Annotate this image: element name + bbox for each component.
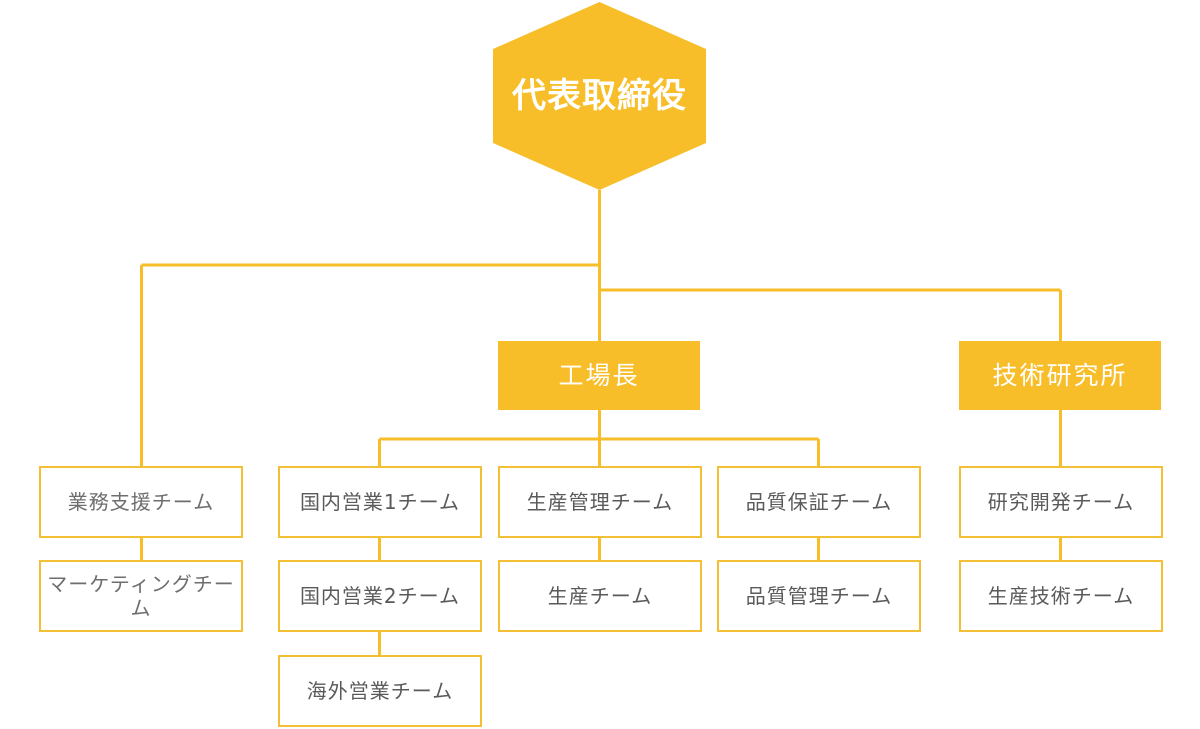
node-representative-director[interactable]: 代表取締役	[493, 2, 706, 190]
node-label: マーケティングチーム	[47, 572, 235, 620]
node-label: 生産技術チーム	[987, 584, 1135, 608]
node-plant-manager[interactable]: 工場長	[498, 341, 700, 410]
node-label: 研究開発チーム	[987, 490, 1135, 514]
node-label: 国内営業1チーム	[299, 490, 461, 514]
node-research-development-team[interactable]: 研究開発チーム	[959, 466, 1163, 538]
node-marketing-team[interactable]: マーケティングチーム	[39, 560, 243, 632]
node-quality-assurance-team[interactable]: 品質保証チーム	[717, 466, 921, 538]
node-label: 業務支援チーム	[67, 490, 215, 514]
node-label: 品質保証チーム	[745, 490, 893, 514]
node-label: 技術研究所	[992, 360, 1128, 390]
node-production-engineering-team[interactable]: 生産技術チーム	[959, 560, 1163, 632]
node-production-management-team[interactable]: 生産管理チーム	[498, 466, 702, 538]
node-label: 代表取締役	[512, 75, 687, 116]
node-label: 海外営業チーム	[306, 679, 454, 703]
node-quality-control-team[interactable]: 品質管理チーム	[717, 560, 921, 632]
node-label: 工場長	[558, 360, 640, 390]
node-label: 生産管理チーム	[526, 490, 674, 514]
node-domestic-sales-2-team[interactable]: 国内営業2チーム	[278, 560, 482, 632]
node-technical-research-institute[interactable]: 技術研究所	[959, 341, 1161, 410]
node-label: 国内営業2チーム	[299, 584, 461, 608]
node-label: 生産チーム	[547, 584, 653, 608]
node-domestic-sales-1-team[interactable]: 国内営業1チーム	[278, 466, 482, 538]
node-business-support-team[interactable]: 業務支援チーム	[39, 466, 243, 538]
node-production-team[interactable]: 生産チーム	[498, 560, 702, 632]
node-overseas-sales-team[interactable]: 海外営業チーム	[278, 655, 482, 727]
node-label: 品質管理チーム	[745, 584, 893, 608]
